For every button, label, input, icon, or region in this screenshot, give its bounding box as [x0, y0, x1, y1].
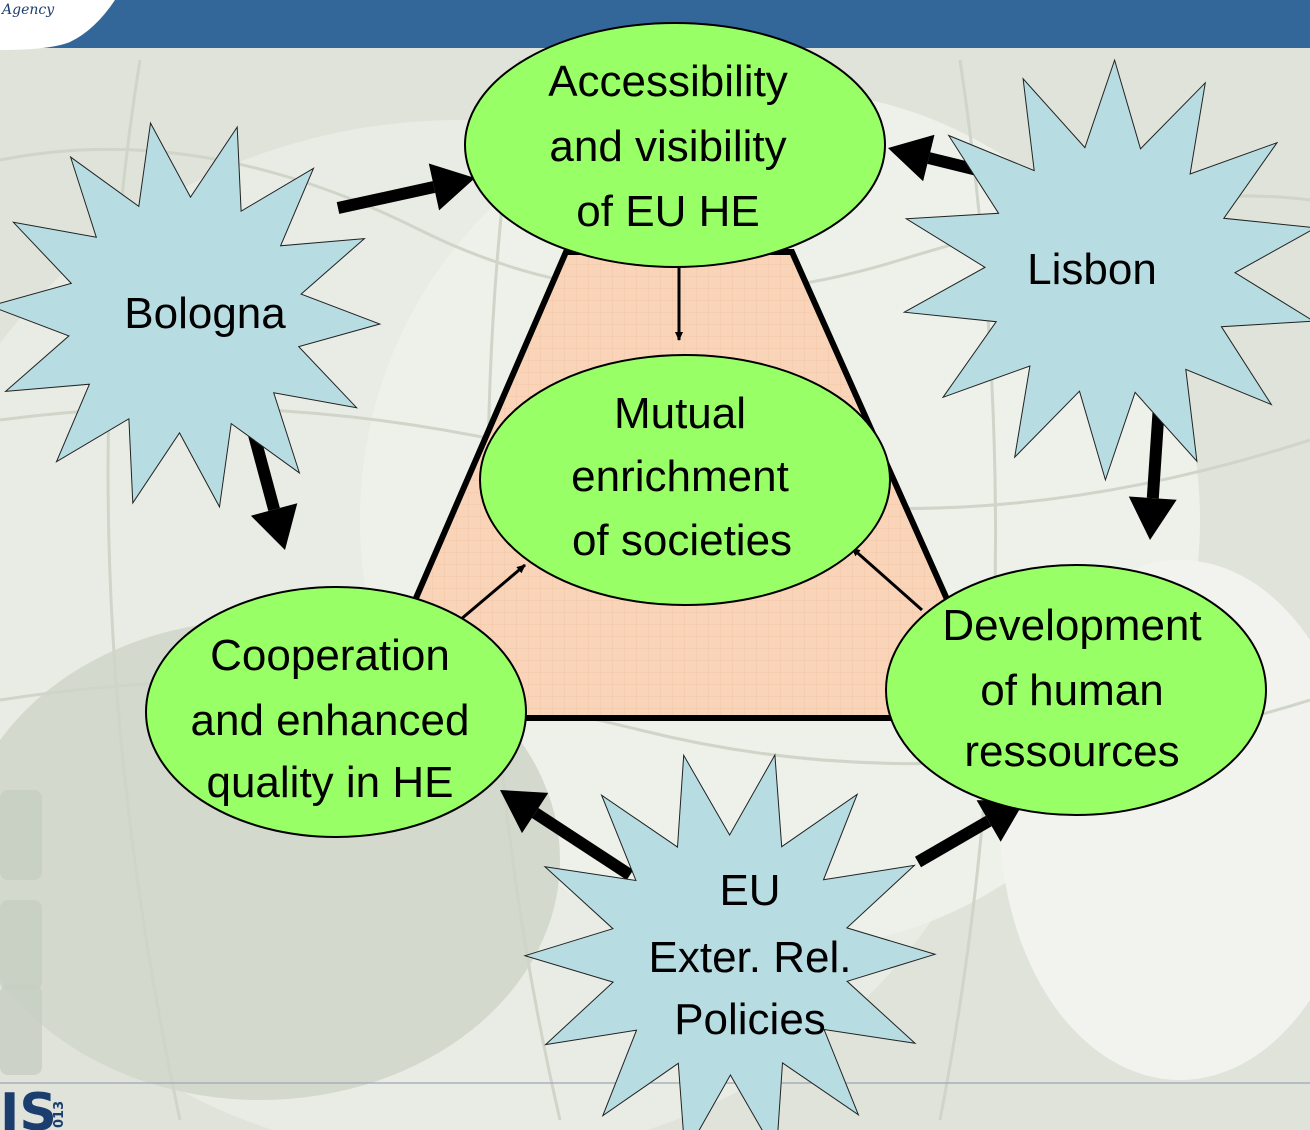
lisbon-label: Lisbon: [1027, 245, 1157, 294]
bologna-label: Bologna: [124, 289, 286, 338]
euext-line-1: EU: [719, 866, 780, 915]
accessibility-ellipse: [464, 22, 886, 268]
accessibility-line-2: and visibility: [549, 122, 786, 171]
arrow-bologna-to-access: [336, 163, 475, 214]
mutual-enrichment-label: Mutual enrichment of societies: [571, 389, 792, 565]
header-bar: Agency: [0, 0, 1310, 50]
mutual-line-2: enrichment: [571, 452, 789, 501]
arrow-coop-to-mutual: [459, 563, 526, 622]
cooperation-line-2: and enhanced: [191, 696, 470, 745]
arrow-dev-to-mutual: [851, 546, 923, 612]
cooperation-ellipse: [145, 586, 527, 838]
development-line-2: of human: [980, 666, 1163, 715]
cooperation-line-3: quality in HE: [206, 758, 453, 807]
development-label: Development of human ressources: [942, 601, 1201, 776]
euext-line-3: Policies: [674, 995, 826, 1044]
footer-year-text: 013: [52, 1101, 67, 1128]
mutual-enrichment-ellipse: [479, 354, 891, 606]
mutual-line-1: Mutual: [614, 389, 746, 438]
development-line-3: ressources: [964, 727, 1179, 776]
bologna-starburst: [0, 121, 382, 509]
development-ellipse: [885, 564, 1267, 816]
accessibility-line-3: of EU HE: [576, 187, 759, 236]
cooperation-label: Cooperation and enhanced quality in HE: [191, 631, 470, 807]
development-line-1: Development: [942, 601, 1201, 650]
footer-logo-text: IS: [0, 1083, 57, 1130]
agency-text: Agency: [0, 2, 55, 18]
lisbon-starburst: [902, 58, 1310, 482]
euext-line-2: Exter. Rel.: [649, 933, 852, 982]
eu-external-relations-label: EU Exter. Rel. Policies: [649, 866, 852, 1044]
accessibility-label: Accessibility and visibility of EU HE: [548, 57, 788, 236]
arrow-euext-to-dev: [914, 800, 1025, 868]
eu-external-relations-starburst: [523, 753, 937, 1130]
cooperation-line-1: Cooperation: [210, 631, 450, 680]
accessibility-line-1: Accessibility: [548, 57, 788, 106]
mutual-line-3: of societies: [572, 516, 792, 565]
footer: IS 013: [0, 1082, 1310, 1130]
arrow-euext-to-coop: [500, 790, 634, 881]
